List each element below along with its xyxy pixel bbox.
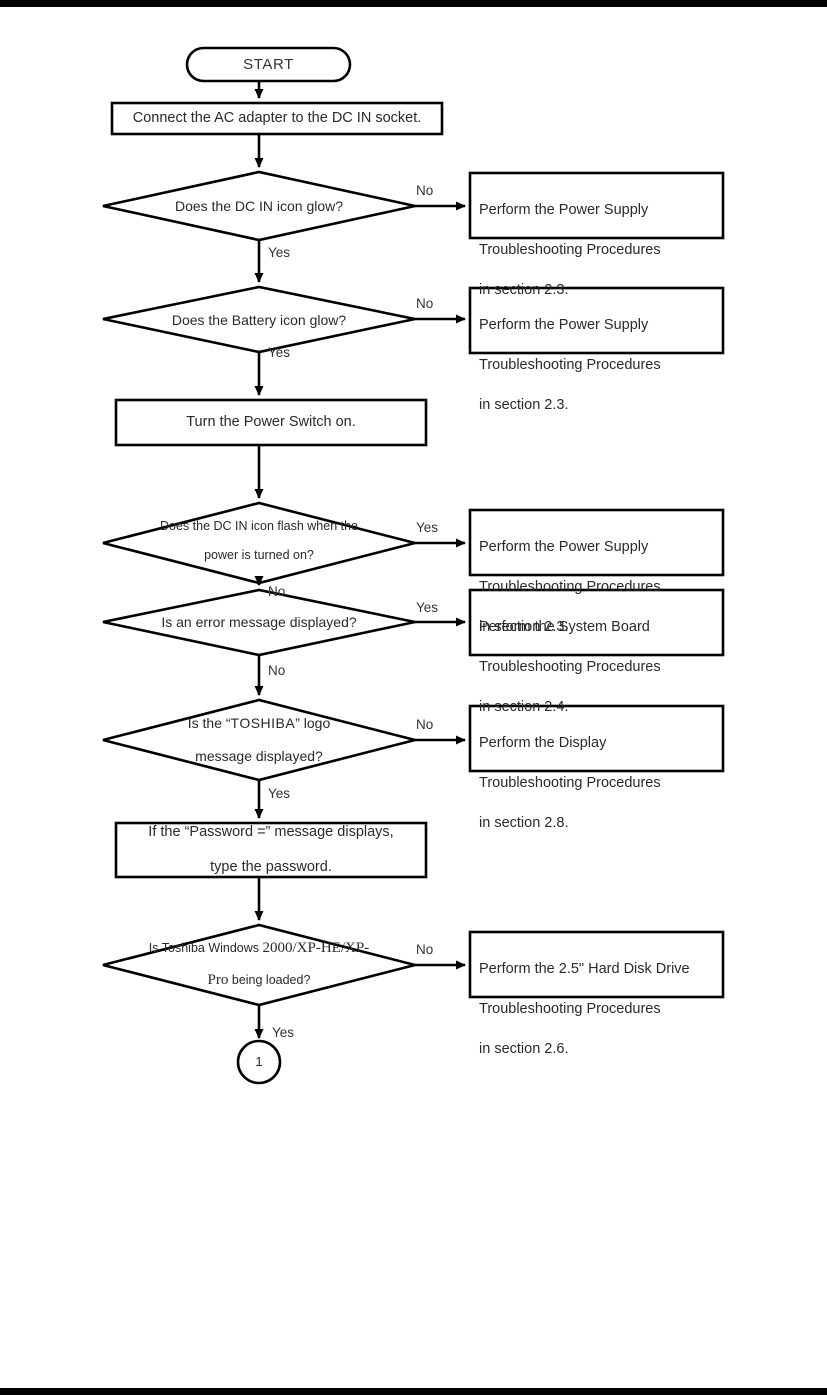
power-supply-action-1-shape [468, 171, 725, 240]
dcin-glow-diamond-shape [102, 170, 416, 242]
system-board-action-shape [468, 588, 725, 657]
battery-glow-diamond-shape [102, 285, 416, 354]
windows-loading-diamond-shape [102, 923, 416, 1007]
start-terminator-shape [185, 46, 352, 83]
page-bottom-edge-bar [0, 1388, 827, 1395]
display-action-shape [468, 704, 725, 773]
power-switch-box-shape [114, 398, 428, 447]
hdd-action-shape [468, 930, 725, 999]
password-box-shape [114, 821, 428, 879]
page-top-edge-bar [0, 0, 827, 7]
toshiba-logo-diamond-shape [102, 698, 416, 782]
dcin-flash-diamond-shape [102, 501, 416, 585]
connect-ac-box-shape [110, 101, 444, 136]
connector-1-shape [236, 1039, 282, 1085]
error-message-diamond-shape [102, 588, 416, 657]
power-supply-action-2-shape [468, 286, 725, 355]
power-supply-action-3-shape [468, 508, 725, 577]
